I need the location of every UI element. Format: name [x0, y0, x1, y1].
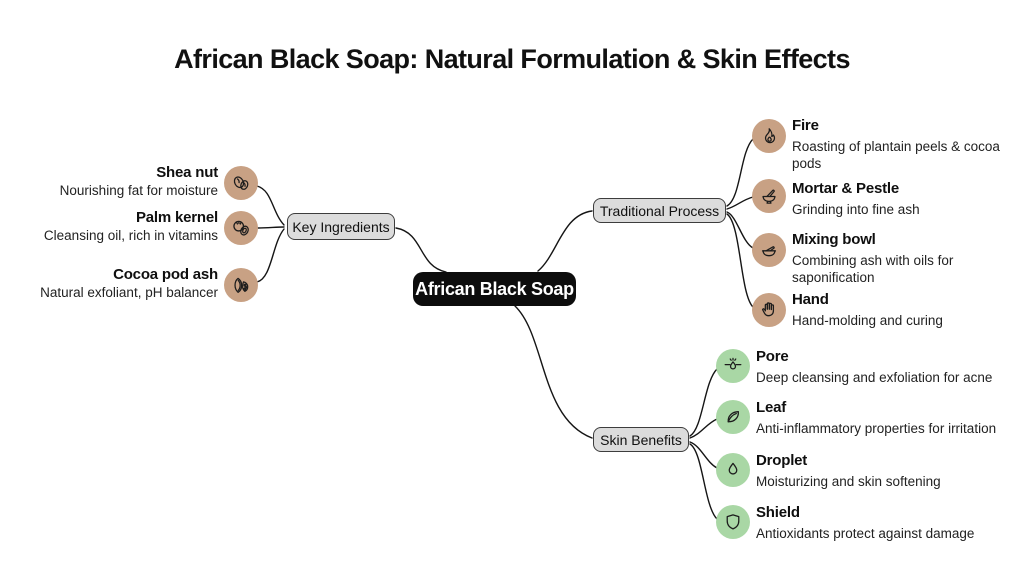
list-item: Cocoa pod ash Natural exfoliant, pH bala…: [40, 266, 218, 301]
page-title: African Black Soap: Natural Formulation …: [174, 44, 850, 74]
item-title: Shield: [756, 504, 800, 521]
list-item: Droplet Moisturizing and skin softening: [756, 452, 1024, 490]
connector: [514, 305, 593, 439]
item-desc: Cleansing oil, rich in vitamins: [43, 228, 218, 243]
item-title: Leaf: [756, 399, 787, 416]
item-desc: Deep cleansing and exfoliation for acne: [756, 370, 993, 385]
connector: [726, 211, 754, 249]
pore-icon: [716, 349, 750, 383]
item-title: Mortar & Pestle: [792, 180, 900, 197]
item-desc: Natural exfoliant, pH balancer: [40, 285, 218, 300]
item-title: Fire: [792, 117, 819, 134]
list-item: Mortar & Pestle Grinding into fine ash: [792, 180, 1007, 218]
item-desc: Nourishing fat for moisture: [59, 183, 218, 198]
fire-icon: [752, 119, 786, 153]
connector: [689, 443, 718, 520]
connector: [689, 441, 718, 469]
list-item: Fire Roasting of plantain peels & cocoa …: [792, 117, 1007, 172]
item-desc: Moisturizing and skin softening: [756, 474, 941, 489]
connector: [689, 368, 718, 437]
item-desc: Grinding into fine ash: [792, 202, 920, 217]
mixing-bowl-icon: [752, 233, 786, 267]
item-desc: Anti-inflammatory properties for irritat…: [756, 421, 997, 436]
connector: [689, 418, 718, 439]
palm-kernel-icon: [224, 211, 258, 245]
connector: [256, 228, 285, 283]
leaf-icon: [716, 400, 750, 434]
list-item: Leaf Anti-inflammatory properties for ir…: [756, 399, 1024, 437]
list-item: Shield Antioxidants protect against dama…: [756, 504, 1024, 542]
list-item: Mixing bowl Combining ash with oils for …: [792, 231, 1007, 286]
connector: [726, 196, 754, 210]
hand-icon: [752, 293, 786, 327]
item-title: Shea nut: [156, 164, 218, 181]
item-title: Droplet: [756, 452, 808, 469]
center-node: African Black Soap: [413, 272, 576, 306]
connector: [257, 226, 285, 229]
cocoa-pod-icon: [224, 268, 258, 302]
connector: [726, 138, 754, 207]
item-title: Pore: [756, 348, 789, 365]
mortar-pestle-icon: [752, 179, 786, 213]
item-desc: Hand-molding and curing: [792, 313, 943, 328]
item-title: Mixing bowl: [792, 231, 876, 248]
list-item: Shea nut Nourishing fat for moisture: [59, 164, 219, 199]
item-title: Palm kernel: [135, 209, 218, 226]
shea-nut-icon: [224, 166, 258, 200]
branch-traditional-process: Traditional Process: [593, 198, 726, 223]
item-desc: Roasting of plantain peels & cocoa pods: [792, 139, 1000, 171]
list-item: Palm kernel Cleansing oil, rich in vitam…: [44, 209, 218, 244]
connector: [537, 210, 593, 272]
connector: [395, 227, 447, 273]
item-desc: Combining ash with oils for saponificati…: [792, 253, 954, 285]
list-item: Hand Hand-molding and curing: [792, 291, 1007, 329]
shield-icon: [716, 505, 750, 539]
connector: [726, 213, 754, 308]
droplet-icon: [716, 453, 750, 487]
branch-skin-benefits: Skin Benefits: [593, 427, 689, 452]
item-title: Cocoa pod ash: [113, 266, 218, 283]
branch-key-ingredients: Key Ingredients: [287, 213, 395, 240]
connector: [256, 185, 285, 226]
item-title: Hand: [792, 291, 829, 308]
item-desc: Antioxidants protect against damage: [756, 526, 975, 541]
list-item: Pore Deep cleansing and exfoliation for …: [756, 348, 1024, 386]
